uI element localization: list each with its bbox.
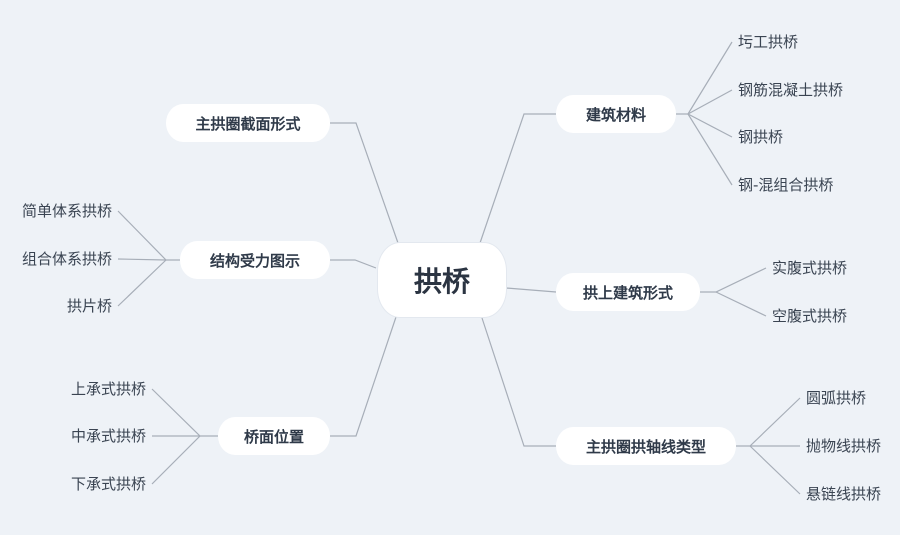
leaf-axis-3[interactable]: 悬链线拱桥 xyxy=(806,485,882,503)
leaf-material-4[interactable]: 钢-混组合拱桥 xyxy=(738,176,834,194)
branch-section[interactable]: 主拱圈截面形式 xyxy=(166,104,330,142)
edge-super-leaf-2 xyxy=(715,291,767,317)
branch-axis-label: 主拱圈拱轴线类型 xyxy=(585,437,706,456)
leaf-super-1[interactable]: 实腹式拱桥 xyxy=(772,259,848,277)
leaf-axis-1[interactable]: 圆弧拱桥 xyxy=(806,389,867,407)
branch-deck-label: 桥面位置 xyxy=(243,427,304,446)
leaf-material-2[interactable]: 钢筋混凝土拱桥 xyxy=(738,81,844,99)
branch-material[interactable]: 建筑材料 xyxy=(556,95,676,133)
branch-axis[interactable]: 主拱圈拱轴线类型 xyxy=(556,427,736,465)
branch-superstructure[interactable]: 拱上建筑形式 xyxy=(556,273,700,311)
edge-structure-leaf-3 xyxy=(117,259,167,307)
edge-structure-leaf-1 xyxy=(117,210,180,261)
leaf-deck-3[interactable]: 下承式拱桥 xyxy=(70,475,146,493)
edge-root-superstructure xyxy=(505,287,557,293)
edge-super-leaf-1 xyxy=(700,267,767,293)
branch-section-label: 主拱圈截面形式 xyxy=(195,114,301,133)
edge-axis-leaf-1 xyxy=(736,397,801,447)
edge-root-material xyxy=(479,113,556,244)
branch-deck[interactable]: 桥面位置 xyxy=(218,417,330,455)
root-node[interactable]: 拱桥 xyxy=(378,243,506,317)
edge-material-leaf-3 xyxy=(687,113,733,138)
edge-material-leaf-4 xyxy=(687,113,733,186)
edge-deck-leaf-1 xyxy=(151,388,218,437)
branch-material-label: 建筑材料 xyxy=(585,105,646,124)
branch-structure-label: 结构受力图示 xyxy=(209,251,300,270)
edge-root-deck xyxy=(330,316,397,437)
edge-material-leaf-2 xyxy=(687,89,733,115)
branch-superstructure-label: 拱上建筑形式 xyxy=(582,283,673,302)
branch-structure[interactable]: 结构受力图示 xyxy=(180,241,330,279)
edge-axis-leaf-3 xyxy=(749,445,801,495)
edge-root-structure xyxy=(330,259,377,269)
edge-material-leaf-1 xyxy=(676,41,733,115)
edge-deck-leaf-3 xyxy=(151,435,201,485)
edge-structure-leaf-2 xyxy=(117,258,167,261)
edge-root-section xyxy=(330,122,399,244)
leaf-super-2[interactable]: 空腹式拱桥 xyxy=(772,307,848,325)
root-label: 拱桥 xyxy=(413,265,470,298)
leaf-material-1[interactable]: 圬工拱桥 xyxy=(738,33,799,51)
leaf-axis-2[interactable]: 抛物线拱桥 xyxy=(806,437,882,455)
leaf-deck-1[interactable]: 上承式拱桥 xyxy=(70,380,146,398)
leaf-structure-1[interactable]: 简单体系拱桥 xyxy=(21,202,112,220)
edge-root-axis xyxy=(481,317,556,447)
leaf-structure-3[interactable]: 拱片桥 xyxy=(66,297,112,315)
leaf-material-3[interactable]: 钢拱桥 xyxy=(738,128,784,146)
leaf-deck-2[interactable]: 中承式拱桥 xyxy=(70,427,146,445)
leaf-structure-2[interactable]: 组合体系拱桥 xyxy=(21,250,112,268)
